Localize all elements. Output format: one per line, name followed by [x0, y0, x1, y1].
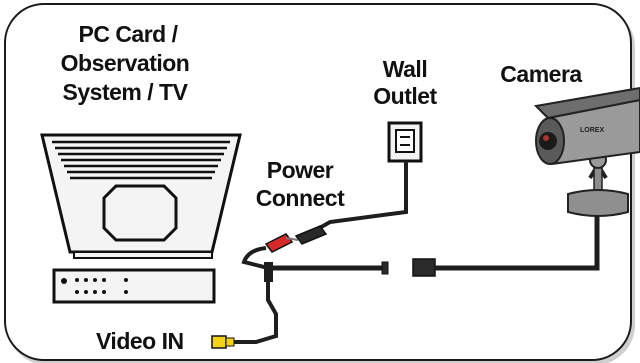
video-cable [211, 262, 278, 349]
cable-connector-left [381, 261, 389, 275]
pc-system-label-line3: System / TV [62, 79, 188, 105]
power-connect-label-line2: Connect [255, 185, 345, 211]
cable-connector-right [412, 258, 436, 277]
power-cable [315, 161, 408, 232]
monitor-illustration [40, 133, 242, 304]
power-connect-label-line1: Power [266, 157, 334, 183]
camera-illustration: LOREX [533, 86, 640, 217]
wall-outlet-illustration [387, 121, 423, 163]
camera-cable [435, 210, 600, 271]
wall-outlet-label-line1: Wall [382, 56, 428, 82]
video-in-label: Video IN [96, 328, 184, 354]
camera-label: Camera [500, 61, 582, 87]
pc-system-label-line2: Observation [60, 50, 190, 76]
power-plugs [241, 225, 328, 270]
camera-brand-text: LOREX [580, 127, 604, 134]
wall-outlet-label-line2: Outlet [373, 83, 437, 109]
pc-system-label-line1: PC Card / [78, 21, 178, 47]
